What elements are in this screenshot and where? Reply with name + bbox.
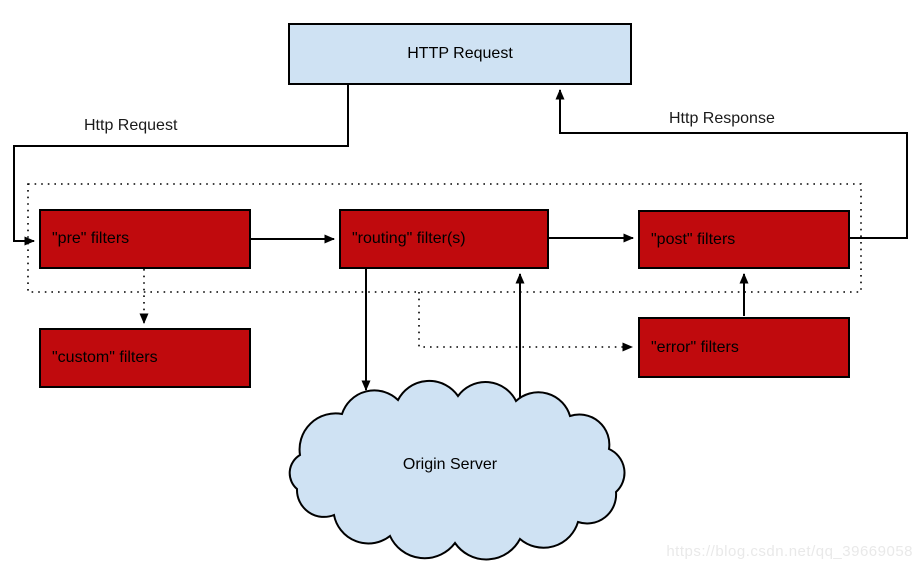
watermark-url: https://blog.csdn.net/qq_39669058 [666, 543, 913, 560]
post-filters-label: "post" filters [651, 230, 736, 248]
http-request-box: HTTP Request [288, 23, 632, 85]
origin-server-cloud [288, 379, 626, 561]
http-request-label: HTTP Request [407, 45, 513, 62]
routing-filters-label: "routing" filter(s) [352, 230, 466, 247]
custom-filters-box: "custom" filters [39, 328, 251, 388]
error-filters-box: "error" filters [638, 317, 850, 378]
custom-filters-label: "custom" filters [52, 349, 158, 366]
error-filters-label: "error" filters [651, 338, 739, 356]
filter-chain-dotted-boundary [27, 183, 862, 293]
pre-filters-box: "pre" filters [39, 209, 251, 269]
arrow-chain-to-error-dotted [418, 292, 633, 352]
http-response-edge-label: Http Response [669, 110, 775, 127]
arrow-post-to-response [555, 89, 908, 239]
origin-server-label: Origin Server [402, 456, 498, 473]
arrow-request-to-pre [13, 85, 349, 246]
pre-filters-label: "pre" filters [52, 230, 130, 247]
routing-filters-box: "routing" filter(s) [339, 209, 549, 269]
http-request-edge-label: Http Request [84, 117, 178, 134]
post-filters-box: "post" filters [638, 210, 850, 269]
